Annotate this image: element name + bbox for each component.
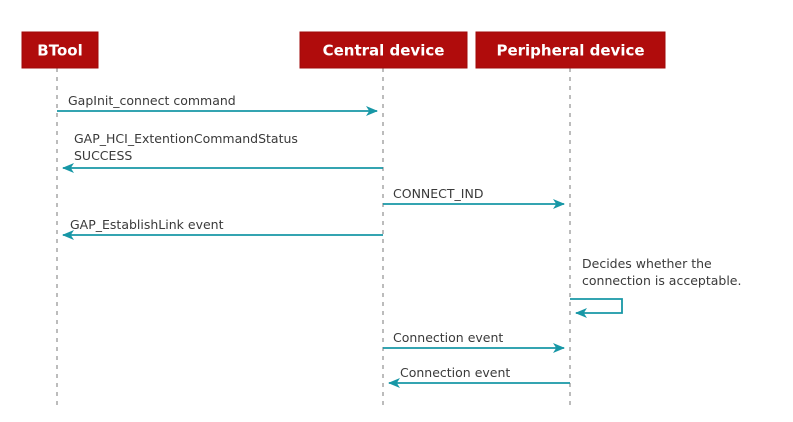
message-connection-event-to-central: Connection event	[388, 365, 570, 388]
message-connect-ind: CONNECT_IND	[383, 186, 565, 209]
self-message-arrow-decides	[570, 298, 623, 318]
message-label-gapinit-connect: GapInit_connect command	[68, 93, 236, 108]
lifelines-group	[56, 68, 571, 408]
self-message-decides-connection-acceptable: Decides whether the connection is accept…	[570, 256, 741, 318]
self-message-label-decides-line2: connection is acceptable.	[582, 273, 741, 288]
message-label-gap-establishlink-event: GAP_EstablishLink event	[70, 217, 224, 232]
message-connection-event-to-peripheral: Connection event	[383, 330, 565, 353]
message-label-connection-event-to-peripheral: Connection event	[393, 330, 503, 345]
participant-label-central-device: Central device	[323, 42, 445, 60]
message-gapinit-connect: GapInit_connect command	[57, 93, 378, 116]
message-gap-hci-extention-command-status: GAP_HCI_ExtentionCommandStatus SUCCESS	[62, 131, 383, 173]
message-label-gap-hci-extention-command-status-line2: SUCCESS	[74, 148, 132, 163]
participant-btool[interactable]: BTool	[21, 31, 99, 69]
message-gap-establishlink-event: GAP_EstablishLink event	[62, 217, 383, 240]
participant-box-peripheral-device[interactable]	[475, 31, 666, 69]
participant-box-btool[interactable]	[21, 31, 99, 69]
participant-label-btool: BTool	[37, 42, 82, 60]
participant-box-central-device[interactable]	[299, 31, 468, 69]
participant-central-device[interactable]: Central device	[299, 31, 468, 69]
participant-label-peripheral-device: Peripheral device	[496, 42, 644, 60]
self-message-label-decides-line1: Decides whether the	[582, 256, 712, 271]
message-label-connection-event-to-central: Connection event	[400, 365, 510, 380]
message-label-connect-ind: CONNECT_IND	[393, 186, 483, 201]
participant-peripheral-device[interactable]: Peripheral device	[475, 31, 666, 69]
message-label-gap-hci-extention-command-status-line1: GAP_HCI_ExtentionCommandStatus	[74, 131, 298, 146]
